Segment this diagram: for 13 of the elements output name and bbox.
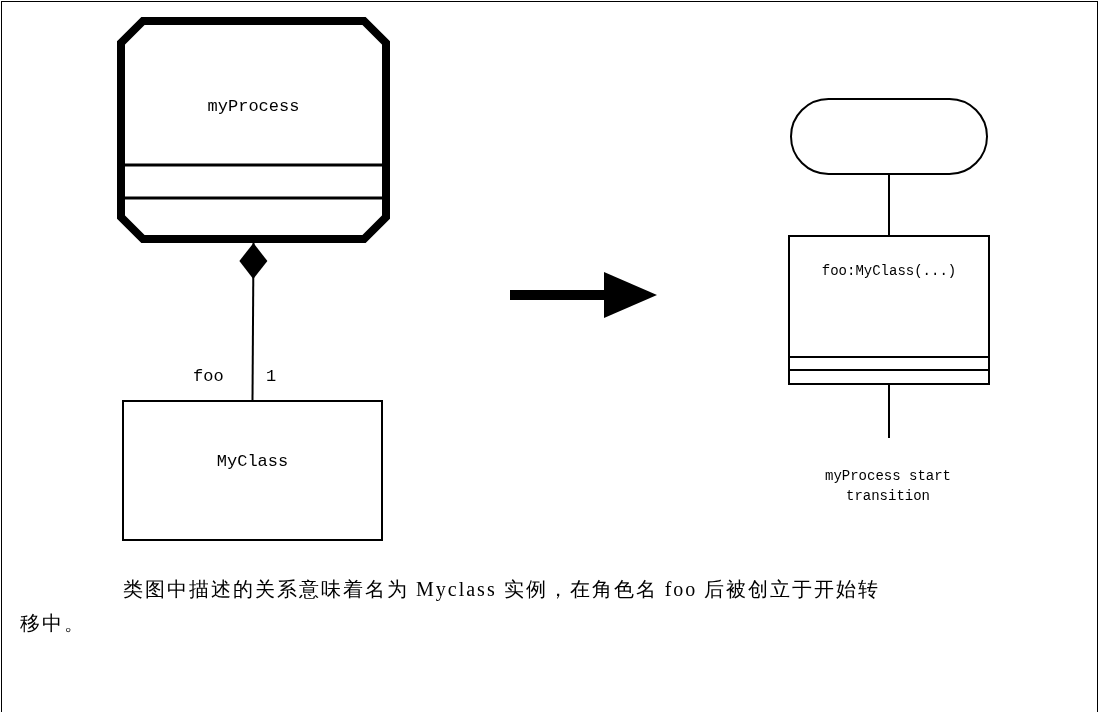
instance-label: foo:MyClass(...)	[820, 263, 958, 279]
process-box	[788, 235, 990, 385]
class-name: MyClass	[215, 452, 290, 471]
composition-line	[239, 242, 268, 401]
role-name: foo	[193, 367, 224, 386]
flow-line	[888, 384, 890, 439]
class-box	[117, 17, 390, 243]
class-name: myProcess	[206, 97, 301, 116]
caption: 类图中描述的关系意味着名为 Myclass 实例，在角色名 foo 后被创立于开始转移中。	[20, 577, 882, 636]
note-text: myProcess start transition	[824, 467, 952, 506]
class-box	[122, 400, 383, 541]
multiplicity: 1	[266, 367, 277, 386]
flow-line	[888, 174, 890, 236]
